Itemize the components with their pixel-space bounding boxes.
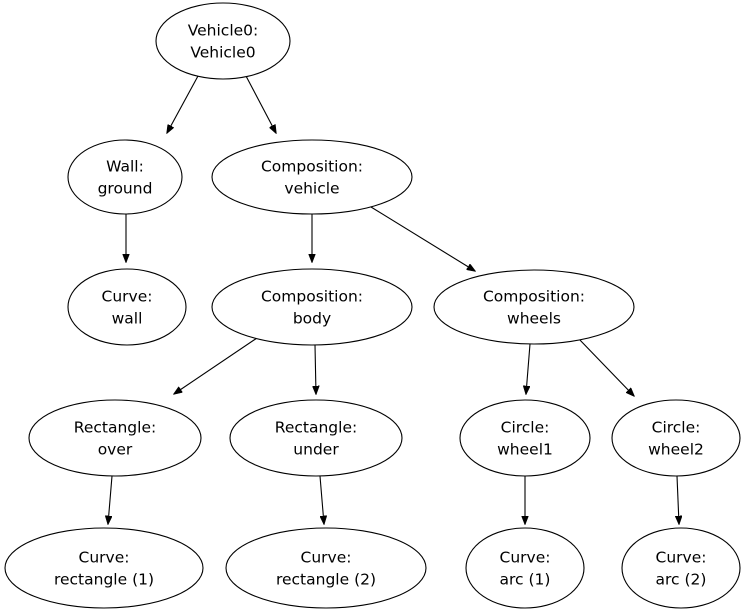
node-label-line2: vehicle [284,180,339,198]
node-ellipse [465,527,585,609]
graph-edge-rectangle_under-to-curve_rectangle_2 [319,475,324,524]
graph-edge-composition_wheels-to-circle_wheel1 [526,343,531,394]
node-label-line2: over [98,441,133,459]
node-label-line1: Circle: [501,419,550,437]
graph-edge-composition_wheels-to-circle_wheel2 [577,337,634,396]
node-ellipse [4,527,204,609]
node-label-line2: rectangle (2) [276,571,376,589]
edge-line [108,475,113,524]
edges-layer [108,75,679,524]
node-label-line2: wheels [507,310,561,328]
node-label-line1: Curve: [301,549,352,567]
edge-line [245,75,276,133]
graph-edge-rectangle_over-to-curve_rectangle_1 [108,475,113,524]
graph-node-curve_rectangle_1[interactable]: Curve: rectangle (1) [4,527,204,609]
edge-line [577,337,634,396]
edge-line [315,344,316,394]
node-ellipse [67,139,183,215]
graph-node-curve_wall[interactable]: Curve: wall [67,268,187,346]
node-ellipse [433,269,635,345]
graph-edge-vehicle0-to-composition_vehicle [245,75,276,133]
edge-line [370,206,475,271]
edge-line [677,475,679,524]
node-label-line1: Curve: [79,549,130,567]
graph-node-vehicle0[interactable]: Vehicle0: Vehicle0 [155,2,291,80]
node-label-line1: Curve: [102,288,153,306]
graph-node-composition_vehicle[interactable]: Composition: vehicle [211,139,413,215]
node-label-line2: wall [112,310,143,328]
node-label-line1: Vehicle0: [188,22,259,40]
node-ellipse [67,268,187,346]
graph-edge-composition_vehicle-to-composition_wheels [370,206,475,271]
node-label-line2: ground [98,180,153,198]
edge-line [526,343,531,394]
node-label-line2: body [293,310,331,328]
node-label-line1: Curve: [500,549,551,567]
node-label-line1: Wall: [106,158,144,176]
node-label-line1: Rectangle: [74,419,156,437]
node-ellipse [229,399,403,477]
graph-edge-circle_wheel2-to-curve_arc_2 [677,475,679,524]
graph-node-circle_wheel2[interactable]: Circle: wheel2 [611,399,741,477]
node-ellipse [155,2,291,80]
graph-node-curve_arc_2[interactable]: Curve: arc (2) [621,527,741,609]
graph-node-circle_wheel1[interactable]: Circle: wheel1 [459,399,591,477]
node-ellipse [611,399,741,477]
node-label-line2: wheel1 [497,441,553,459]
node-label-line1: Curve: [656,549,707,567]
node-label-line2: arc (2) [656,571,707,589]
node-ellipse [621,527,741,609]
edge-line [319,475,324,524]
node-ellipse [211,139,413,215]
node-label-line1: Composition: [261,158,363,176]
edge-line [167,75,199,133]
node-ellipse [211,268,413,346]
node-ellipse [459,399,591,477]
node-ellipse [225,527,427,609]
graph-node-composition_wheels[interactable]: Composition: wheels [433,269,635,345]
node-label-line2: under [293,441,339,459]
node-label-line1: Circle: [652,419,701,437]
nodes-layer: Vehicle0:Vehicle0Wall:groundComposition:… [4,2,741,609]
graph-edge-composition_body-to-rectangle_under [315,344,316,394]
graph-node-curve_arc_1[interactable]: Curve: arc (1) [465,527,585,609]
graph-edge-composition_body-to-rectangle_over [174,337,258,394]
node-label-line2: Vehicle0 [190,44,255,62]
node-label-line2: arc (1) [500,571,551,589]
node-ellipse [28,399,202,477]
graph-node-wall_ground[interactable]: Wall: ground [67,139,183,215]
node-label-line2: rectangle (1) [54,571,154,589]
graph-node-rectangle_over[interactable]: Rectangle: over [28,399,202,477]
graph-node-rectangle_under[interactable]: Rectangle: under [229,399,403,477]
edge-line [174,337,258,394]
graph-node-composition_body[interactable]: Composition: body [211,268,413,346]
node-label-line2: wheel2 [648,441,704,459]
node-label-line1: Composition: [483,288,585,306]
node-label-line1: Composition: [261,288,363,306]
graph-node-curve_rectangle_2[interactable]: Curve: rectangle (2) [225,527,427,609]
node-label-line1: Rectangle: [275,419,357,437]
graph-edge-vehicle0-to-wall_ground [167,75,199,133]
